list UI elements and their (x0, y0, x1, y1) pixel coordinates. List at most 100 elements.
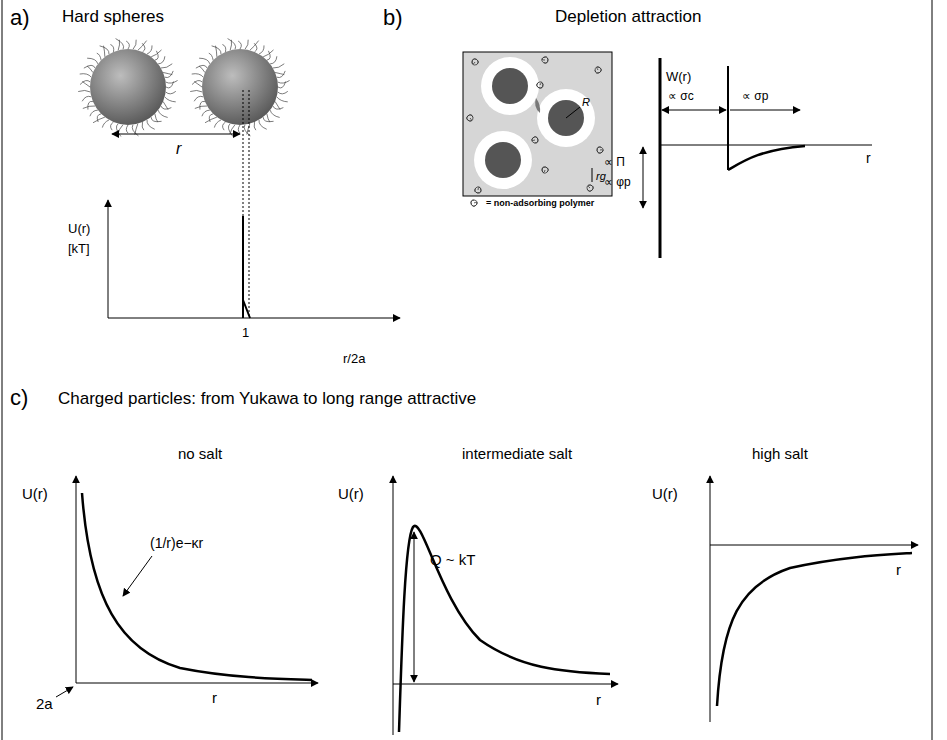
polymer-hair (199, 66, 205, 72)
polymer-hair (84, 65, 95, 68)
polymer-hair (259, 45, 264, 54)
leader-arrow (56, 687, 73, 697)
polymer-hair (273, 106, 283, 109)
depth-arrow (643, 147, 644, 208)
polymer-hair (118, 40, 119, 51)
polymer-hair (165, 71, 174, 78)
polymer-hair (126, 41, 129, 49)
range-label: ∝ σp (742, 90, 768, 103)
polymer-hair (238, 41, 241, 49)
potential-curve (82, 493, 312, 680)
range-label: ∝ σc (668, 90, 694, 103)
polymer-coil (475, 187, 481, 193)
depth-label: ∝ Π (604, 156, 625, 169)
polymer-hair (200, 101, 205, 109)
polymer-hair (195, 106, 207, 109)
polymer-hair (192, 74, 204, 77)
polymer-hair (245, 40, 248, 50)
axis-label: r (596, 692, 601, 709)
polymer-hair (163, 102, 168, 110)
panel-title: Depletion attraction (555, 8, 701, 27)
polymer-hair (244, 125, 250, 136)
polymer-hair (194, 96, 203, 101)
potential-curve (727, 66, 729, 170)
polymer-hair (212, 46, 221, 54)
polymer-hair (209, 53, 213, 60)
axis-label: r (896, 562, 901, 579)
polymer-hair (82, 81, 90, 87)
polymer-hair (254, 43, 257, 52)
polymer-coil (467, 57, 603, 206)
barrier-arrow (414, 532, 415, 682)
polymer-hair (223, 122, 226, 130)
polymer-hair (263, 117, 273, 122)
distance-arrow (112, 134, 240, 135)
polymer-hair (87, 66, 93, 72)
plot-title: no salt (178, 446, 222, 463)
axis-label: U(r) (68, 222, 90, 236)
polymer-hair (214, 120, 221, 128)
polymer-hair (126, 125, 128, 133)
polymer-hair (93, 117, 105, 123)
polymer-hair (275, 102, 280, 110)
polymer-hair (151, 117, 161, 122)
polymer-coil (471, 200, 477, 206)
polymer-hair (161, 106, 171, 109)
polymer-hair (161, 64, 172, 68)
panel-letter: b) (383, 6, 403, 30)
panel-title: Charged particles: from Yukawa to long r… (58, 390, 476, 409)
polymer-hair (158, 110, 168, 117)
polymer-hair (230, 40, 231, 51)
polymer-hair (87, 58, 98, 64)
polymer-hair (133, 40, 136, 50)
axis-label: W(r) (666, 70, 691, 84)
polymer-hair (278, 91, 288, 93)
axis (393, 684, 618, 685)
potential-curve (728, 146, 805, 170)
polymer-hair (270, 56, 277, 64)
polymer-hair (118, 125, 123, 134)
polymer-hair (230, 125, 235, 134)
polymer-hair (83, 106, 95, 109)
radius-line (566, 107, 580, 118)
radius-line (592, 168, 593, 182)
sphere (202, 49, 278, 125)
polymer-hair (205, 117, 217, 123)
polymer-hair (147, 120, 155, 129)
polymer-hair (196, 65, 207, 68)
axis (76, 476, 77, 683)
polymer-hair (97, 53, 101, 60)
polymer-hair (90, 110, 98, 116)
potential-curve (399, 526, 610, 732)
guide-line (249, 90, 250, 318)
polymer-hair (147, 45, 152, 54)
axis-label: U(r) (22, 486, 48, 503)
polymer-hair (88, 101, 93, 109)
axis (393, 476, 394, 735)
polymer-coil (542, 167, 548, 173)
axis-label: r/2a (343, 352, 365, 366)
polymer-hair (277, 71, 286, 78)
polymer-coil (537, 82, 543, 88)
polymer-coil (587, 185, 593, 191)
polymer-hair (254, 122, 256, 130)
axis-label: r (212, 690, 217, 707)
colloid (492, 68, 528, 104)
polymer-hair (250, 41, 259, 51)
legend-text: = non-adsorbing polymer (486, 199, 594, 209)
axis-label: r (176, 140, 181, 158)
polymer-hair (228, 124, 233, 137)
axis (710, 545, 918, 546)
polymer-hair (270, 110, 280, 117)
polymer-hair (100, 46, 109, 54)
polymer-hair (209, 114, 213, 122)
panel-letter: c) (10, 386, 28, 410)
polymer-hair (116, 39, 124, 50)
panel-letter: a) (10, 6, 30, 30)
potential-curve (717, 553, 912, 706)
polymer-coil (597, 147, 603, 153)
axis-label: U(r) (652, 486, 678, 503)
polymer-hair (158, 56, 165, 64)
radius-label: R (582, 96, 590, 108)
